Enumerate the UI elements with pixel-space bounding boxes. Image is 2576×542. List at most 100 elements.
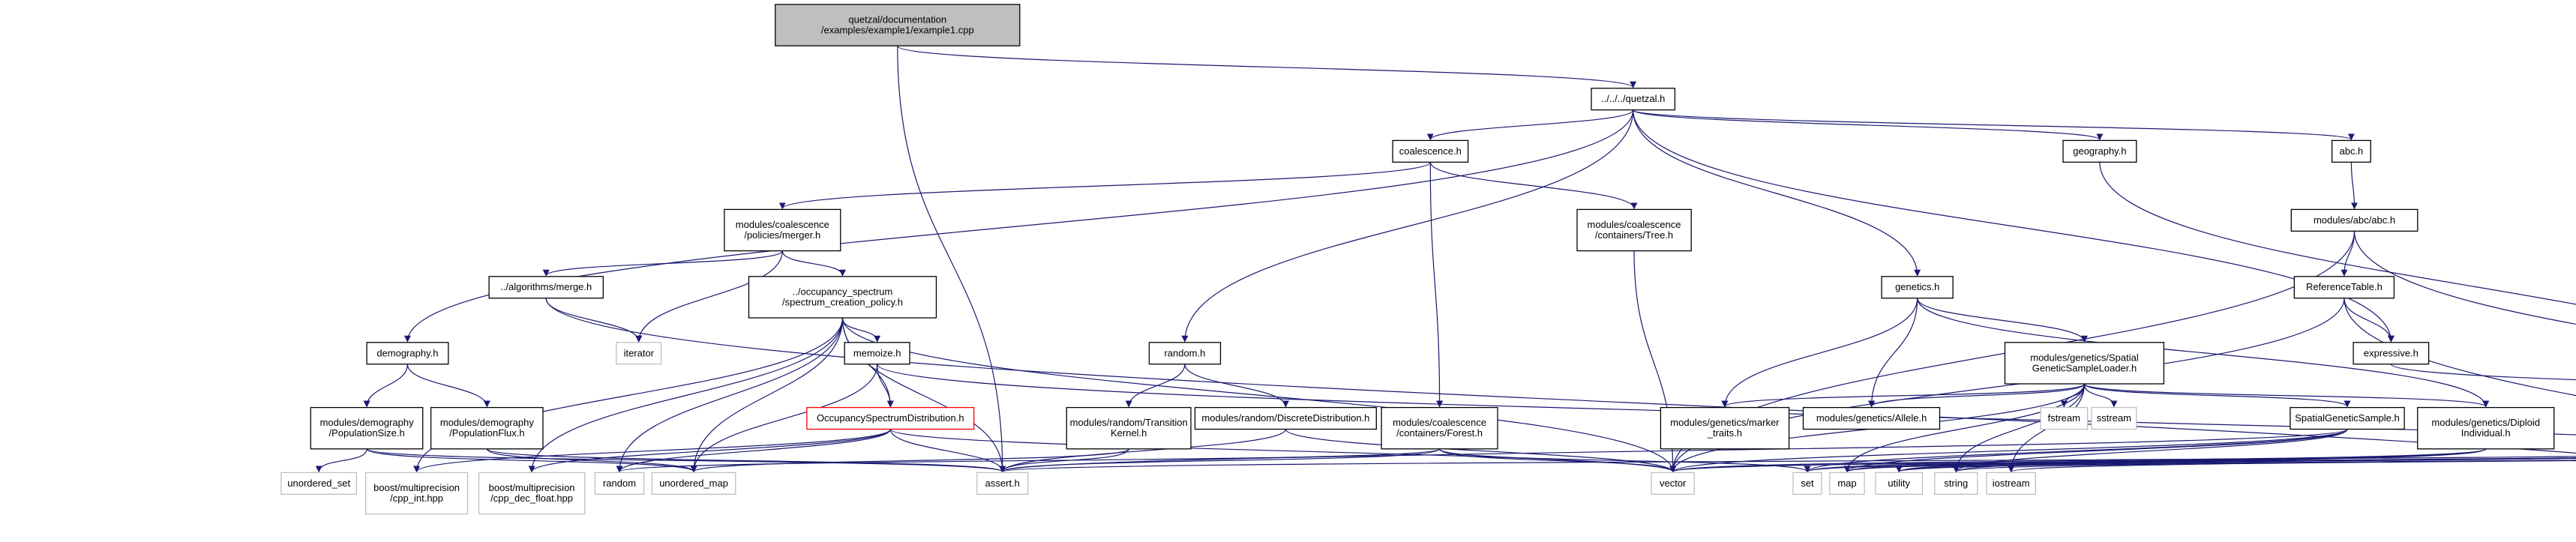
node-label: Kernel.h: [1111, 427, 1147, 439]
node-label: string: [1944, 478, 1968, 489]
node-box: [1875, 472, 1924, 495]
node-box: [1591, 88, 1676, 111]
edge-genetics-h-to-spatial-loader-h: [1917, 298, 2088, 343]
node-label: modules/random/DiscreteDistribution.h: [1201, 412, 1369, 424]
edge-quetzal-h-to-abc-h: [1633, 109, 2355, 141]
edge-spatial-loader-h-to-allele-h: [1868, 383, 2086, 408]
edge-discdist-h-to-vector: [1285, 429, 1677, 473]
edge-demography-h-to-popsize-h: [363, 364, 408, 408]
node-memoize-h[interactable]: memoize.h: [844, 342, 910, 365]
node-tree-h[interactable]: modules/coalescence/containers/Tree.h: [1576, 208, 1692, 252]
node-label: /PopulationFlux.h: [449, 427, 524, 439]
node-geography-h[interactable]: geography.h: [2062, 139, 2137, 163]
edge-occdist-h-to-cpp-int: [413, 428, 891, 473]
node-label: assert.h: [985, 478, 1020, 489]
edge-occ-policy-h-to-cpp-dec: [528, 317, 844, 473]
edge-spatial-loader-h-to-spatialsample-h: [2083, 383, 2351, 408]
node-string: string: [1934, 472, 1978, 495]
node-box: [365, 472, 469, 515]
node-label: iterator: [624, 347, 655, 358]
node-coalescence-h[interactable]: coalescence.h: [1392, 139, 1469, 163]
edge-occ-policy-h-to-vector: [841, 317, 1677, 473]
edge-modexpr-h-to-utility: [1896, 460, 2576, 473]
node-popflux-h[interactable]: modules/demography/PopulationFlux.h: [430, 406, 544, 450]
node-occ-policy-h[interactable]: ../occupancy_spectrum/spectrum_creation_…: [748, 276, 937, 319]
edge-disclandscape-h-to-assert: [1000, 456, 2576, 473]
node-box: [1792, 472, 1822, 495]
edge-modexpr-h-to-iostream: [2008, 460, 2576, 473]
node-abc-h[interactable]: abc.h: [2331, 139, 2371, 163]
node-iostream: iostream: [1986, 472, 2036, 495]
node-discdist-h[interactable]: modules/random/DiscreteDistribution.h: [1194, 406, 1377, 430]
node-quetzal-h[interactable]: ../../../quetzal.h: [1591, 88, 1676, 111]
node-label: unordered_set: [287, 478, 350, 489]
node-box: [2290, 208, 2419, 232]
node-box: [616, 342, 662, 365]
node-allele-h[interactable]: modules/genetics/Allele.h: [1802, 406, 1941, 430]
edge-quetzal-h-to-random-h: [1181, 109, 1634, 343]
node-box: [2062, 139, 2137, 163]
node-genetics-h[interactable]: genetics.h: [1881, 276, 1954, 299]
edge-forest-h-to-set: [1439, 448, 1811, 473]
node-marker-h[interactable]: modules/genetics/marker_traits.h: [1660, 406, 1790, 450]
node-box: [724, 208, 841, 252]
edge-geography-h-to-disclandscape-h: [2099, 162, 2576, 305]
node-reftable-h[interactable]: ReferenceTable.h: [2293, 276, 2395, 299]
node-spatialsample-h[interactable]: SpatialGeneticSample.h: [2290, 406, 2405, 430]
node-box: [775, 4, 1021, 46]
node-label: /cpp_int.hpp: [390, 493, 443, 504]
node-label: ../occupancy_spectrum: [793, 286, 893, 297]
edge-popflux-h-to-unordered-map: [486, 448, 697, 473]
node-root[interactable]: quetzal/documentation/examples/example1/…: [775, 4, 1021, 46]
node-box: [1381, 406, 1498, 450]
node-box: [310, 406, 424, 450]
node-iterator: iterator: [616, 342, 662, 365]
edge-occdist-h-to-assert: [889, 429, 1006, 473]
edge-occdist-h-to-vector: [889, 428, 1676, 473]
edge-coalescence-h-to-merger-h: [779, 161, 1431, 210]
node-label: coalescence.h: [1399, 145, 1462, 157]
edge-root-to-assert: [897, 46, 1006, 473]
node-expressive-h[interactable]: expressive.h: [2353, 342, 2430, 365]
node-abcabc-h[interactable]: modules/abc/abc.h: [2290, 208, 2419, 232]
node-occdist-h[interactable]: OccupancySpectrumDistribution.h: [806, 406, 975, 430]
node-box: [280, 472, 358, 495]
node-box: [2091, 406, 2137, 430]
node-label: memoize.h: [853, 347, 901, 358]
node-box: [2353, 342, 2430, 365]
edge-forest-h-to-random: [616, 448, 1441, 473]
edge-spatial-loader-h-to-diploid-h: [2083, 383, 2489, 408]
node-merger-h[interactable]: modules/coalescence/policies/merger.h: [724, 208, 841, 252]
edge-genetics-h-to-marker-h: [1721, 298, 1918, 408]
node-box: [748, 276, 937, 319]
node-box: [1934, 472, 1978, 495]
node-label: modules/random/Transition: [1070, 417, 1188, 428]
edge-abc-h-to-abcabc-h: [2350, 162, 2358, 210]
node-spatial-loader-h[interactable]: modules/genetics/SpatialGeneticSampleLoa…: [2004, 342, 2165, 385]
edge-layer: [315, 45, 2576, 473]
node-label: ../algorithms/merge.h: [500, 281, 592, 292]
node-box: [1829, 472, 1865, 495]
node-box: [1651, 472, 1695, 495]
edge-spatial-loader-h-to-marker-h: [1721, 383, 2086, 408]
edge-forest-h-to-vector: [1439, 448, 1677, 473]
node-label: map: [1837, 478, 1856, 489]
node-algmerge-h[interactable]: ../algorithms/merge.h: [488, 276, 604, 299]
node-popsize-h[interactable]: modules/demography/PopulationSize.h: [310, 406, 424, 450]
node-label: modules/genetics/Allele.h: [1816, 412, 1927, 424]
edge-occ-policy-h-to-random: [616, 317, 844, 473]
edge-spatial-loader-h-to-map: [1843, 383, 2086, 473]
node-demography-h[interactable]: demography.h: [366, 342, 449, 365]
node-label: modules/coalescence: [736, 219, 829, 230]
node-label: demography.h: [376, 347, 438, 358]
edge-quetzal-h-to-geography-h: [1633, 109, 2104, 141]
edge-random-h-to-transkernel-h: [1125, 364, 1186, 408]
node-label: modules/genetics/marker: [1670, 417, 1780, 428]
edge-genetics-h-to-allele-h: [1868, 298, 1918, 408]
node-random-h[interactable]: random.h: [1148, 342, 1222, 365]
node-forest-h[interactable]: modules/coalescence/containers/Forest.h: [1381, 406, 1498, 450]
edge-spatialsample-h-to-vector: [1669, 428, 2348, 473]
node-label: unordered_map: [659, 478, 728, 489]
